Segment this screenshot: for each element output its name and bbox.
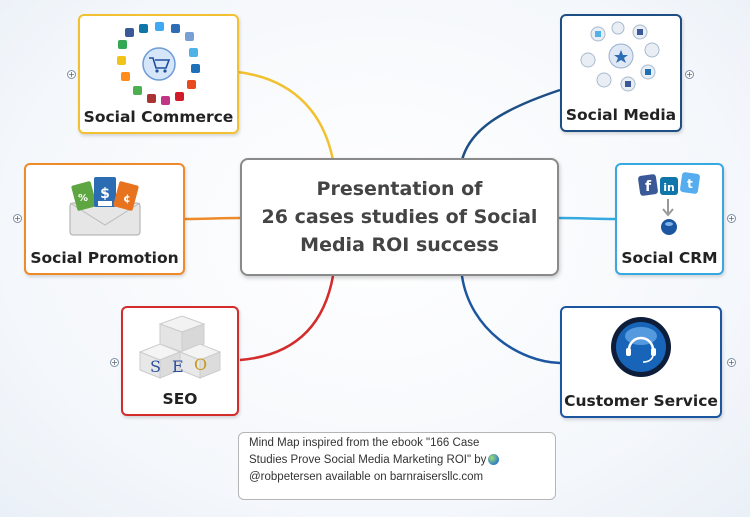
svg-text:in: in <box>663 181 675 194</box>
topic-social-promotion[interactable]: $ % ¢ Social Promotion <box>24 163 185 275</box>
central-topic-line: Presentation of <box>316 178 483 200</box>
note-line: Studies Prove Social Media Marketing ROI… <box>249 454 487 466</box>
shopping-cart-icon <box>116 22 200 105</box>
social-media-cloud-icon <box>580 21 660 92</box>
note-line: Mind Map inspired from the ebook "166 Ca… <box>249 437 480 449</box>
expand-social-promotion-icon[interactable]: + <box>13 214 22 223</box>
topic-social-crm[interactable]: f in t Social CRM <box>615 163 724 275</box>
connector-social-promotion <box>184 216 241 221</box>
topic-seo[interactable]: S E O SEO <box>121 306 239 416</box>
expand-social-commerce-icon[interactable]: + <box>67 70 76 79</box>
central-topic-line: 26 cases studies of Social <box>261 206 538 228</box>
connector-social-commerce <box>237 70 335 161</box>
svg-text:f: f <box>644 179 651 195</box>
customer-service-headset-icon <box>611 317 671 377</box>
social-crm-icon: f in t <box>637 172 700 235</box>
topic-label: Customer Service <box>564 392 718 410</box>
seo-blocks-icon: S E O <box>138 315 222 379</box>
topic-label: Social Media <box>565 106 677 124</box>
expand-customer-service-icon[interactable]: + <box>727 358 736 367</box>
expand-seo-icon[interactable]: + <box>110 358 119 367</box>
topic-social-commerce[interactable]: Social Commerce <box>78 14 239 134</box>
central-topic-line: Media ROI success <box>300 234 499 256</box>
note-line: @robpetersen available on barnraisersllc… <box>249 471 484 483</box>
svg-text:¢: ¢ <box>123 192 131 205</box>
connector-customer-service <box>460 275 561 365</box>
svg-text:$: $ <box>100 186 110 202</box>
seo-letter-o: O <box>194 355 207 374</box>
attribution-note: Mind Map inspired from the ebook "166 Ca… <box>238 432 556 500</box>
svg-text:%: % <box>77 193 87 204</box>
topic-label: Social CRM <box>621 249 718 267</box>
topic-social-media[interactable]: Social Media <box>560 14 682 132</box>
globe-icon <box>488 454 500 465</box>
expand-social-media-icon[interactable]: + <box>685 70 694 79</box>
connector-social-media <box>460 88 561 161</box>
topic-label: SEO <box>162 390 198 408</box>
seo-letter-e: E <box>172 357 184 376</box>
topic-customer-service[interactable]: Customer Service <box>560 306 722 418</box>
seo-letter-s: S <box>150 357 161 376</box>
central-topic[interactable]: Presentation of 26 cases studies of Soci… <box>240 158 559 276</box>
coupons-envelope-icon: $ % ¢ <box>69 177 140 236</box>
connector-social-crm <box>558 216 616 221</box>
expand-social-crm-icon[interactable]: + <box>727 214 736 223</box>
topic-label: Social Commerce <box>83 108 234 126</box>
connector-seo <box>239 275 335 362</box>
topic-label: Social Promotion <box>30 249 179 267</box>
svg-text:t: t <box>687 177 693 191</box>
